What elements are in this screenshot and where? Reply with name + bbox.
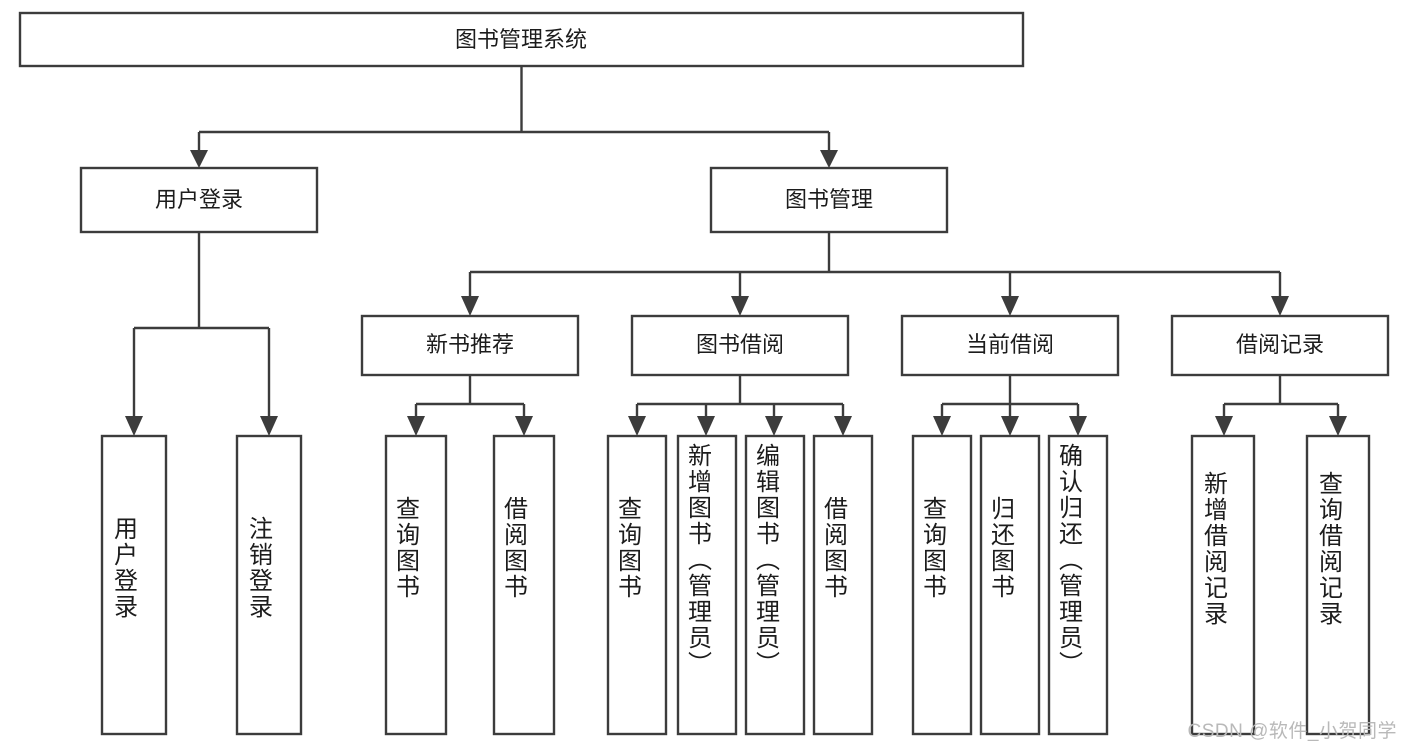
node-new-book-box[interactable]	[360, 314, 580, 377]
arrowhead-leaf-logout	[260, 416, 278, 436]
node-book-borrow-box[interactable]	[630, 314, 850, 377]
arrowhead-leaf-query-book-3	[933, 416, 951, 436]
node-root-box[interactable]	[18, 11, 1025, 68]
csdn-watermark: CSDN @软件_小贺同学	[1187, 721, 1397, 742]
leaf-borrow-book-1-box[interactable]	[492, 434, 556, 736]
leaf-user-login-box[interactable]	[100, 434, 168, 736]
node-borrow-record-box[interactable]	[1170, 314, 1390, 377]
arrowhead-leaf-user-login	[125, 416, 143, 436]
leaf-borrow-book-2-box[interactable]	[812, 434, 874, 736]
node-current-borrow-label: 当前借阅	[966, 332, 1054, 357]
arrowhead-book-borrow	[731, 296, 749, 316]
arrowhead-new-book	[461, 296, 479, 316]
node-current-borrow-box[interactable]	[900, 314, 1120, 377]
node-book-manage-label: 图书管理	[785, 187, 873, 212]
node-book-manage-box[interactable]	[709, 166, 949, 234]
leaf-logout-box[interactable]	[235, 434, 303, 736]
arrowhead-leaf-add-record	[1215, 416, 1233, 436]
node-book-borrow-label: 图书借阅	[696, 332, 784, 357]
leaf-add-record-box[interactable]	[1190, 434, 1256, 736]
node-borrow-record-label: 借阅记录	[1236, 332, 1324, 357]
leaf-query-book-1-box[interactable]	[384, 434, 448, 736]
arrowhead-leaf-borrow-book-1	[515, 416, 533, 436]
node-root-label: 图书管理系统	[455, 27, 587, 52]
node-user-login-box[interactable]	[79, 166, 319, 234]
arrowhead-leaf-return-book	[1001, 416, 1019, 436]
leaf-query-record-box[interactable]	[1305, 434, 1371, 736]
arrowhead-leaf-confirm-return	[1069, 416, 1087, 436]
arrowhead-book-manage	[820, 150, 838, 168]
connector-layer	[125, 66, 1347, 436]
leaf-return-book-box[interactable]	[979, 434, 1041, 736]
node-new-book-label: 新书推荐	[426, 332, 514, 357]
leaf-confirm-return-box[interactable]	[1047, 434, 1109, 736]
arrowhead-leaf-add-book	[697, 416, 715, 436]
arrowhead-borrow-record	[1271, 296, 1289, 316]
node-user-login-label: 用户登录	[155, 187, 243, 212]
arrowhead-user-login	[190, 150, 208, 168]
arrowhead-current-borrow	[1001, 296, 1019, 316]
leaf-edit-book-box[interactable]	[744, 434, 806, 736]
arrowhead-leaf-query-book-1	[407, 416, 425, 436]
node-layer: 图书管理系统 用户登录 图书管理 新书推荐 图书借阅 当前借阅 借阅记录	[18, 11, 1390, 736]
arrowhead-leaf-query-record	[1329, 416, 1347, 436]
arrowhead-leaf-borrow-book-2	[834, 416, 852, 436]
leaf-add-book-box[interactable]	[676, 434, 738, 736]
arrowhead-leaf-query-book-2	[628, 416, 646, 436]
leaf-query-book-2-box[interactable]	[606, 434, 668, 736]
arrowhead-leaf-edit-book	[765, 416, 783, 436]
leaf-query-book-3-box[interactable]	[911, 434, 973, 736]
